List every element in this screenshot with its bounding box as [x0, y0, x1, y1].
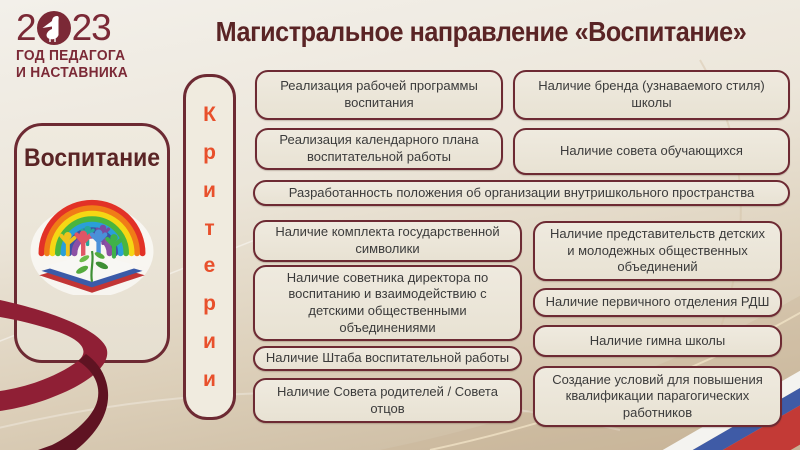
criterion-box-education-hq: Наличие Штаба воспитательной работы: [253, 346, 522, 371]
pelican-body: [46, 16, 59, 40]
page-title: Магистральное направление «Воспитание»: [215, 16, 747, 47]
logo-text-line2: И НАСТАВНИКА: [16, 65, 128, 81]
left-panel-label: Воспитание: [23, 144, 161, 172]
criterion-box-state-symbols: Наличие комплекта государственной символ…: [253, 220, 522, 262]
criterion-box-staff-qualification: Создание условий для повышения квалифика…: [533, 366, 782, 427]
criteria-column: К р и т е р и и: [183, 74, 236, 420]
criteria-letter: и: [203, 368, 216, 391]
flag-stripe-blue: [552, 310, 800, 450]
flag-stripe-red: [560, 323, 800, 450]
logo: 2 23 ГОД ПЕДАГОГА И НАСТАВНИКА: [16, 8, 166, 82]
pelican-icon: [36, 11, 71, 45]
criterion-box-director-advisor: Наличие советника директора по воспитани…: [253, 265, 522, 341]
criterion-box-school-brand: Наличие бренда (узнаваемого стиля) школы: [513, 70, 790, 120]
criteria-letter: К: [203, 102, 216, 126]
criteria-letter: е: [203, 254, 216, 278]
rainbow-image: [30, 199, 154, 295]
left-panel: Воспитание: [14, 123, 170, 363]
criteria-letter: и: [203, 330, 216, 354]
criterion-box-school-anthem: Наличие гимна школы: [533, 325, 782, 357]
logo-digit: 23: [71, 7, 112, 48]
criterion-box-school-space: Разработанность положения об организации…: [253, 180, 790, 206]
criteria-letter: р: [203, 140, 216, 164]
criterion-box-rdsh-branch: Наличие первичного отделения РДШ: [533, 288, 782, 317]
criterion-box-calendar-plan: Реализация календарного плана воспитател…: [255, 128, 503, 170]
children-figures: [59, 224, 123, 259]
pelican-beak: [42, 21, 52, 28]
logo-text-line1: ГОД ПЕДАГОГА: [16, 48, 126, 64]
pelican-legs: [48, 38, 56, 42]
criterion-box-youth-associations: Наличие представительств детских и молод…: [533, 221, 782, 281]
criterion-box-parents-council: Наличие Совета родителей / Совета отцов: [253, 378, 522, 423]
plant-sprout: [76, 250, 109, 283]
criteria-letter: и: [203, 178, 216, 202]
criterion-box-student-council: Наличие совета обучающихся: [513, 128, 790, 175]
criterion-box-working-program: Реализация рабочей программы воспитания: [255, 70, 503, 120]
logo-year: 2 23: [16, 8, 166, 48]
criteria-letter: т: [204, 216, 215, 240]
criteria-letter: р: [203, 292, 216, 316]
logo-digit: 2: [16, 7, 37, 48]
